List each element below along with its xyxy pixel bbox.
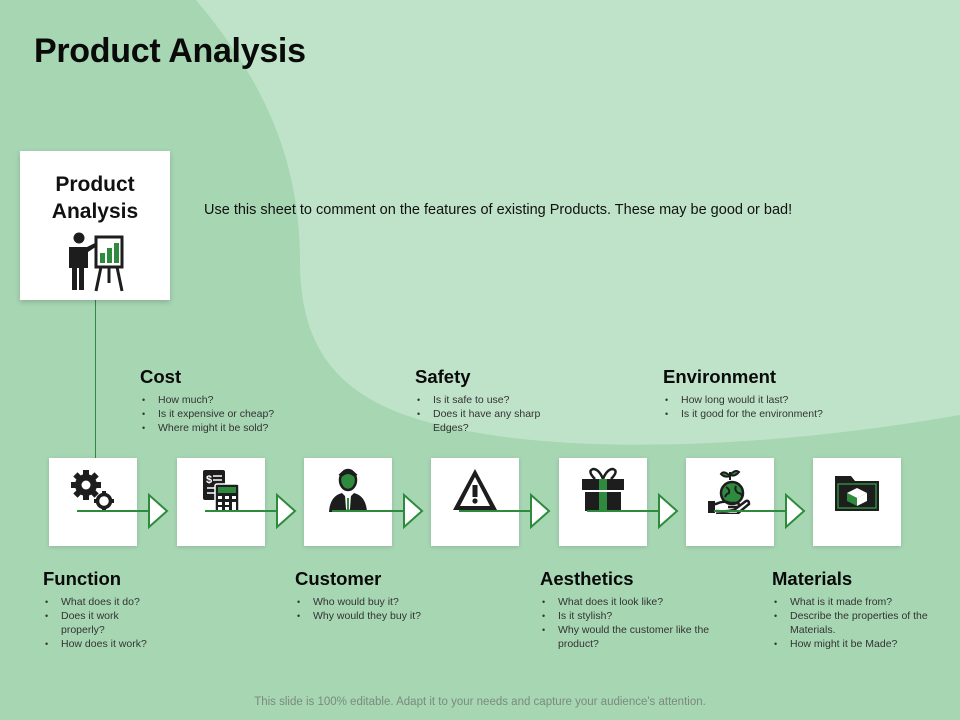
arrow-right-icon xyxy=(332,492,424,530)
list-item: Is it good for the environment? xyxy=(663,407,838,421)
arrow-right-icon xyxy=(714,492,806,530)
feature-environment: Environment How long would it last? Is i… xyxy=(663,366,838,421)
feature-title: Customer xyxy=(295,568,382,589)
list-item: Is it safe to use? xyxy=(415,393,555,407)
icon-box-customer xyxy=(304,458,392,546)
list-item: How might it be Made? xyxy=(772,637,937,651)
connector-line xyxy=(95,300,96,458)
list-item: What is it made from? xyxy=(772,595,937,609)
icon-box-materials xyxy=(813,458,901,546)
svg-text:$: $ xyxy=(206,474,212,486)
feature-materials: Materials What is it made from? Describe… xyxy=(772,568,937,651)
feature-title: Materials xyxy=(772,568,853,589)
warning-icon xyxy=(453,469,497,510)
icon-box-cost: $ xyxy=(177,458,265,546)
feature-function: Function What does it do? Does it work p… xyxy=(43,568,193,651)
arrow-right-icon xyxy=(459,492,551,530)
feature-title: Function xyxy=(43,568,122,589)
feature-title: Safety xyxy=(415,366,471,387)
list-item: Where might it be sold? xyxy=(140,421,330,435)
intro-text: Use this sheet to comment on the feature… xyxy=(204,202,793,218)
arrow-right-icon xyxy=(587,492,679,530)
hero-card: Product Analysis xyxy=(20,151,170,300)
icon-box-environment xyxy=(686,458,774,546)
customer-icon xyxy=(329,468,367,512)
list-item: Does it work properly? xyxy=(43,609,161,637)
footer-note: This slide is 100% editable. Adapt it to… xyxy=(254,696,706,708)
page-title: Product Analysis xyxy=(34,32,306,70)
gears-icon xyxy=(71,470,114,511)
gift-icon xyxy=(582,467,624,511)
list-item: What does it look like? xyxy=(540,595,715,609)
feature-title: Environment xyxy=(663,366,777,387)
list-item: Why would the customer like the product? xyxy=(540,623,715,651)
feature-safety: Safety Is it safe to use? Does it have a… xyxy=(415,366,555,435)
icon-box-aesthetics xyxy=(559,458,647,546)
folder-box-icon xyxy=(835,476,879,511)
list-item: How much? xyxy=(140,393,330,407)
list-item: Is it expensive or cheap? xyxy=(140,407,330,421)
feature-title: Aesthetics xyxy=(540,568,634,589)
icon-box-safety xyxy=(431,458,519,546)
feature-aesthetics: Aesthetics What does it look like? Is it… xyxy=(540,568,715,651)
eco-hand-icon xyxy=(708,470,751,514)
feature-cost: Cost How much? Is it expensive or cheap?… xyxy=(140,366,330,435)
icon-box-function xyxy=(49,458,137,546)
list-item: Who would buy it? xyxy=(295,595,465,609)
list-item: Why would they buy it? xyxy=(295,609,465,623)
list-item: Is it stylish? xyxy=(540,609,715,623)
list-item: How long would it last? xyxy=(663,393,838,407)
calculator-icon: $ xyxy=(203,470,240,513)
list-item: Does it have any sharp Edges? xyxy=(415,407,555,435)
list-item: What does it do? xyxy=(43,595,193,609)
list-item: Describe the properties of the Materials… xyxy=(772,609,937,637)
arrow-right-icon xyxy=(205,492,297,530)
presentation-icon xyxy=(69,232,124,292)
feature-title: Cost xyxy=(140,366,182,387)
list-item: How does it work? xyxy=(43,637,193,651)
arrow-right-icon xyxy=(77,492,169,530)
hero-title: Product Analysis xyxy=(51,173,139,223)
feature-customer: Customer Who would buy it? Why would the… xyxy=(295,568,465,623)
